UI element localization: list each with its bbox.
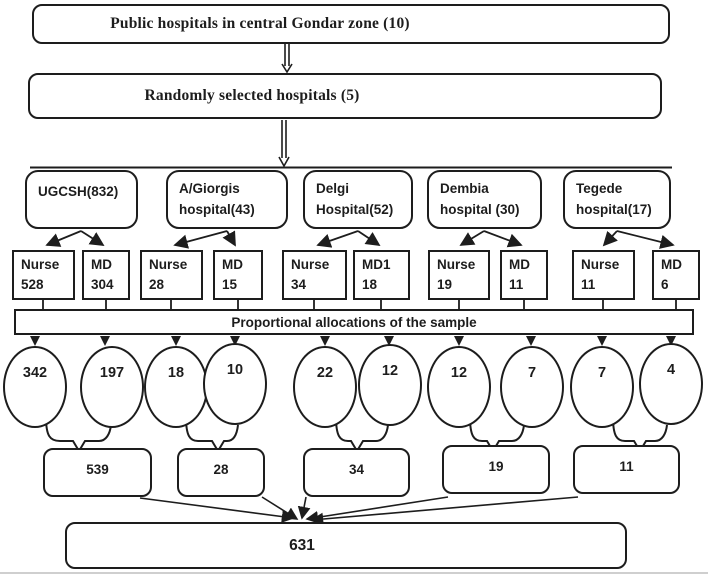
sample-value: 12: [381, 363, 399, 379]
sample-ellipse: 12: [427, 346, 491, 428]
nurse-box: Nurse 34: [282, 250, 347, 300]
subtotal-value: 28: [213, 462, 229, 477]
subtotal-value: 539: [86, 462, 109, 477]
hospital-split-arrows: [45, 230, 675, 249]
nurse-box: Nurse 28: [140, 250, 203, 300]
selected-hospitals-label: Randomly selected hospitals (5): [144, 87, 360, 104]
subtotal-box: 28: [177, 448, 265, 497]
subtotal-to-total-arrows: [139, 496, 579, 526]
allocation-label: Proportional allocations of the sample: [231, 314, 477, 330]
sample-value: 7: [527, 365, 537, 381]
staff-count: 528: [21, 277, 44, 293]
hospital-name: Delgi Hospital(52): [316, 181, 394, 217]
sample-ellipse: 197: [80, 346, 144, 428]
subtotal-value: 11: [619, 459, 634, 474]
staff-count: 18: [362, 277, 378, 293]
hospital-box-tegede: Tegede hospital(17): [563, 170, 671, 229]
subtotal-box: 19: [442, 445, 550, 494]
staff-count: 304: [91, 277, 114, 293]
sample-ellipse: 18: [144, 346, 208, 428]
subtotal-box: 539: [43, 448, 152, 497]
sample-value: 7: [597, 365, 607, 381]
md-box: MD 11: [500, 250, 548, 300]
staff-label: MD: [661, 257, 682, 272]
staff-label: MD: [91, 257, 112, 272]
staff-label: MD1: [362, 257, 391, 272]
total-box: 631: [65, 522, 627, 569]
sample-ellipse: 12: [358, 344, 422, 426]
nurse-box: Nurse 19: [428, 250, 490, 300]
page-edge-line: [0, 572, 708, 574]
subtotal-value: 19: [488, 459, 504, 474]
band-to-sample-arrows: [30, 336, 676, 346]
population-box: Public hospitals in central Gondar zone …: [32, 4, 670, 44]
staff-count: 34: [291, 277, 307, 293]
staff-label: Nurse: [149, 257, 188, 272]
sample-value: 342: [22, 365, 48, 381]
sample-ellipse: 342: [3, 346, 67, 428]
hospital-box-ugcsh: UGCSH(832): [25, 170, 138, 229]
hospital-box-delgi: Delgi Hospital(52): [303, 170, 413, 229]
md-box: MD 6: [652, 250, 700, 300]
staff-count: 11: [581, 277, 596, 293]
sample-value: 197: [99, 365, 125, 381]
staff-count: 15: [222, 277, 238, 293]
hospital-box-dembia: Dembia hospital (30): [427, 170, 542, 229]
population-label: Public hospitals in central Gondar zone …: [110, 15, 410, 32]
sample-value: 12: [450, 365, 468, 381]
sample-ellipse: 7: [570, 346, 634, 428]
staff-count: 19: [437, 277, 453, 293]
hospital-name: Dembia hospital (30): [440, 181, 520, 217]
staff-label: MD: [222, 257, 243, 272]
hospital-name: UGCSH(832): [38, 184, 119, 199]
hospital-box-agiorgis: A/Giorgis hospital(43): [166, 170, 288, 229]
sample-value: 4: [666, 362, 676, 378]
staff-label: Nurse: [581, 257, 620, 272]
nurse-box: Nurse 11: [572, 250, 635, 300]
staff-label: MD: [509, 257, 530, 272]
subtotal-value: 34: [348, 462, 365, 477]
down-arrow-icon: [281, 44, 293, 74]
sample-value: 18: [167, 365, 185, 381]
md-box: MD 15: [213, 250, 263, 300]
down-arrow-icon: [278, 120, 290, 168]
md-box: MD 304: [82, 250, 130, 300]
staff-label: Nurse: [437, 257, 476, 272]
staff-count: 6: [661, 277, 669, 293]
staff-label: Nurse: [291, 257, 330, 272]
selected-hospitals-box: Randomly selected hospitals (5): [28, 73, 662, 119]
staff-label: Nurse: [21, 257, 60, 272]
total-value: 631: [289, 536, 315, 554]
sample-ellipse: 22: [293, 346, 357, 428]
hospital-name: Tegede hospital(17): [576, 181, 652, 217]
subtotal-box: 34: [303, 448, 410, 497]
staff-count: 11: [509, 277, 524, 293]
sample-ellipse: 7: [500, 346, 564, 428]
sample-value: 22: [316, 365, 334, 381]
subtotal-box: 11: [573, 445, 680, 494]
sample-ellipse: 10: [203, 343, 267, 425]
sample-value: 10: [226, 362, 244, 378]
staff-count: 28: [149, 277, 165, 293]
pair-brace-connectors: [45, 416, 668, 453]
md-box: MD1 18: [353, 250, 410, 300]
staff-to-band-ticks: [42, 300, 677, 309]
allocation-band: Proportional allocations of the sample: [14, 309, 694, 335]
nurse-box: Nurse 528: [12, 250, 75, 300]
sample-ellipse: 4: [639, 343, 703, 425]
hospital-name: A/Giorgis hospital(43): [179, 181, 255, 217]
